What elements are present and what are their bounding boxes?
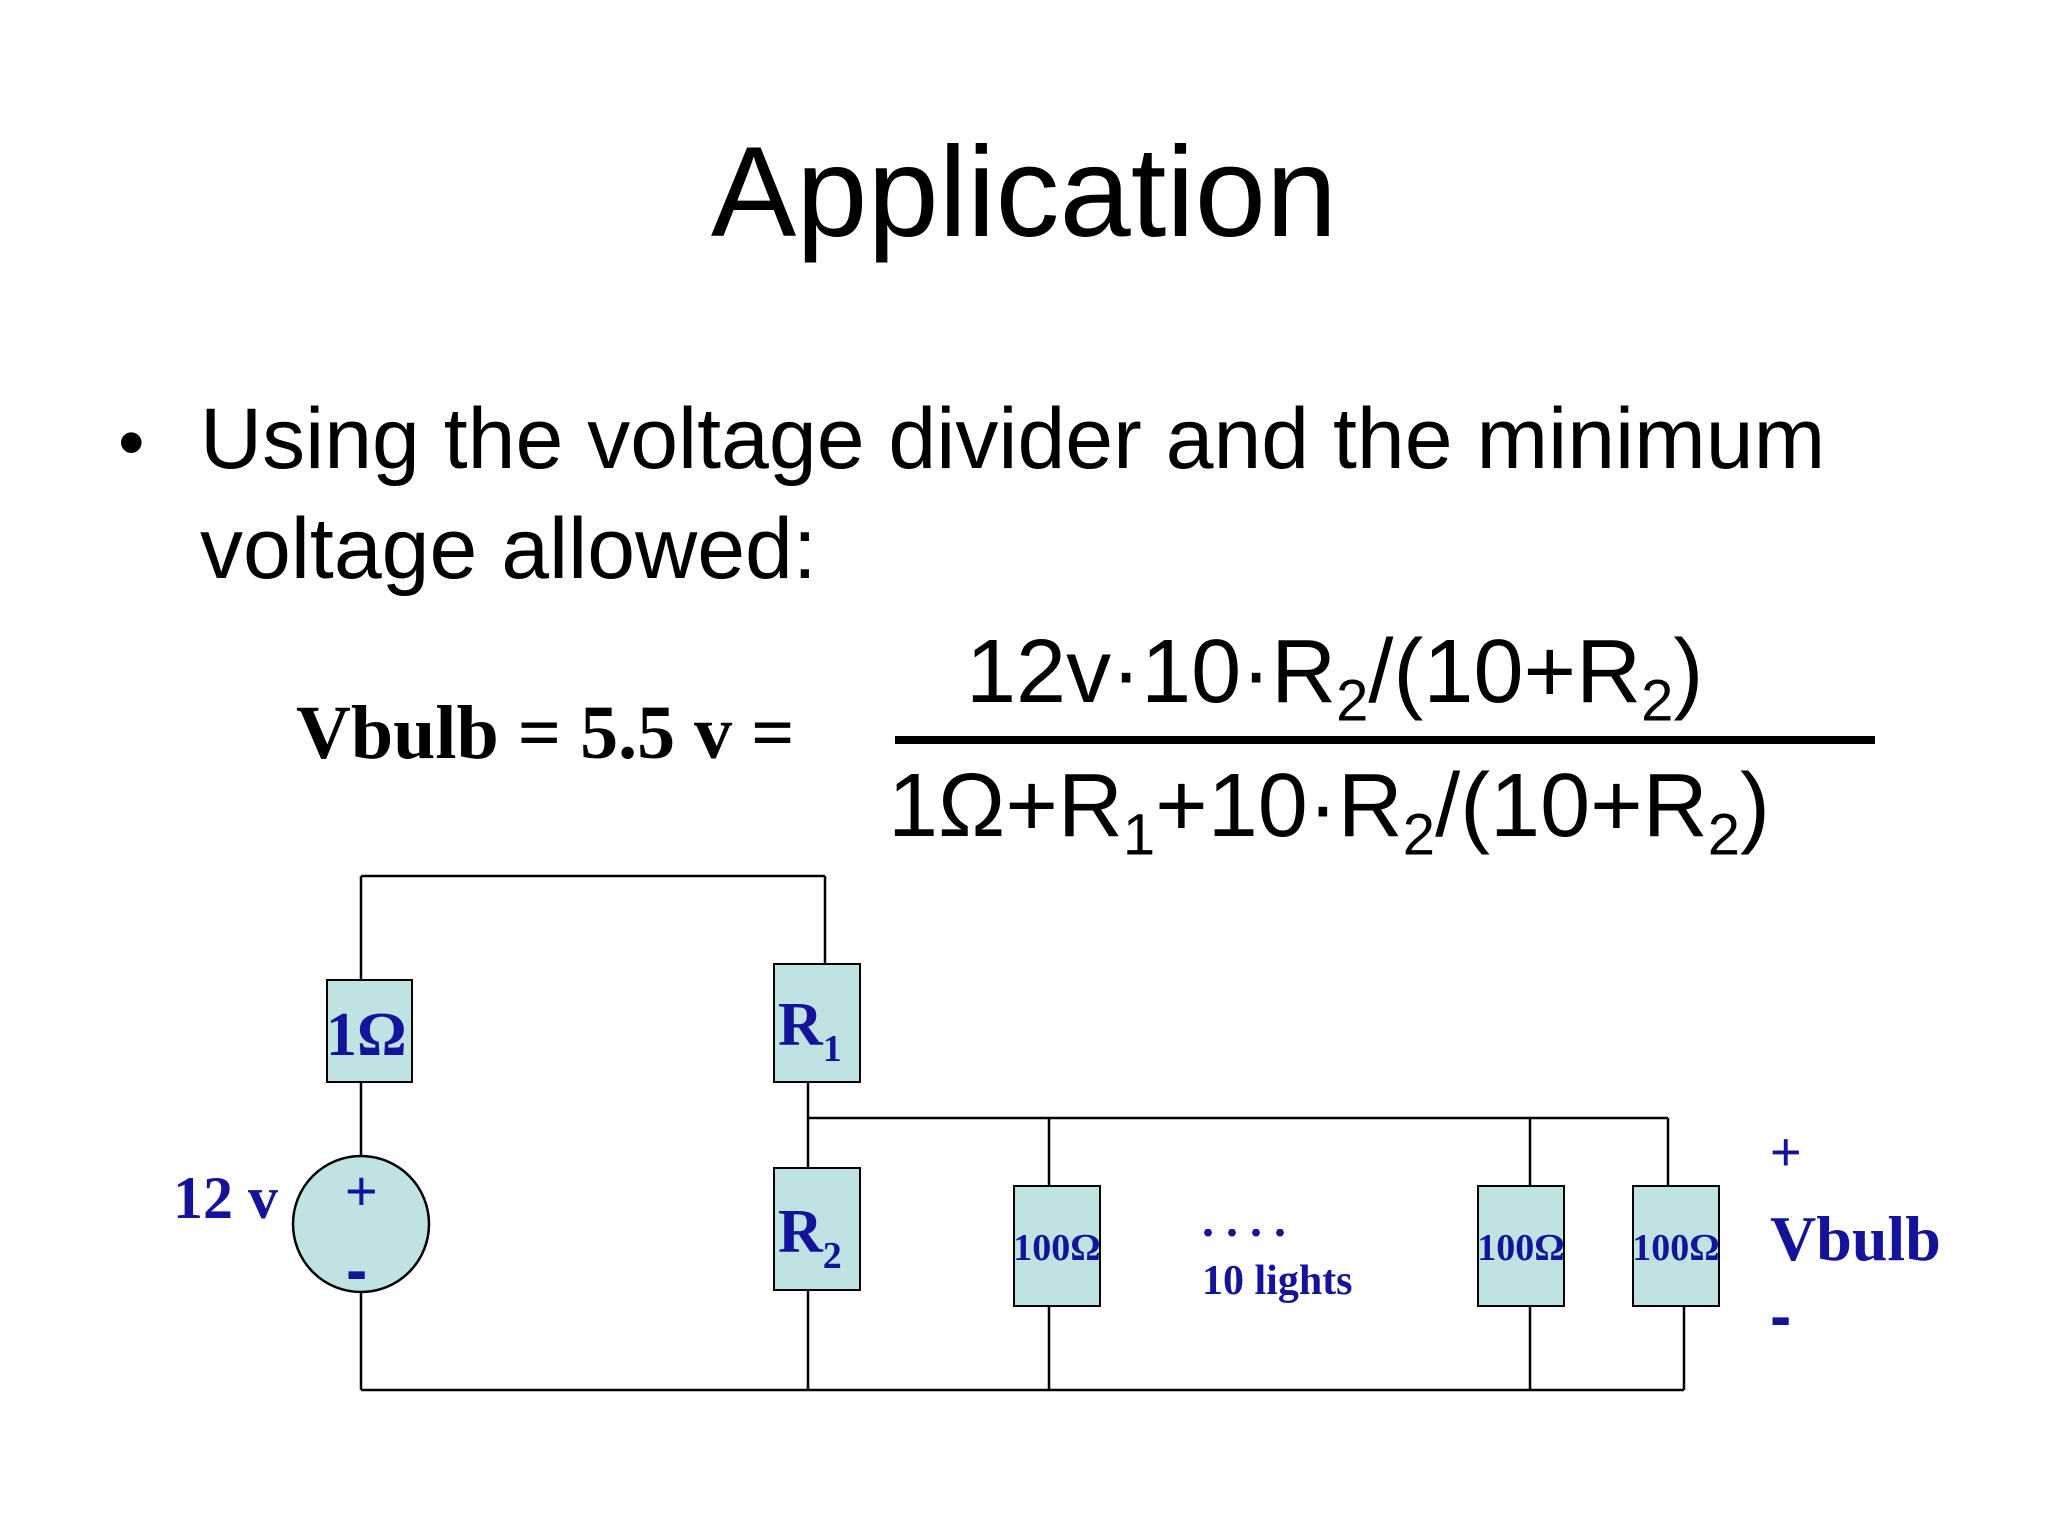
- r2-subscript: 2: [823, 1235, 842, 1277]
- numerator-subscript-1: 2: [1336, 668, 1369, 734]
- lights-count-label: 10 lights: [1202, 1258, 1353, 1304]
- resistor-r1: [773, 963, 861, 1083]
- vbulb-label: Vbulb: [1770, 1203, 1941, 1274]
- resistor-1-ohm-label: 1Ω: [326, 1001, 407, 1069]
- source-plus-sign: +: [345, 1159, 378, 1222]
- denominator-part-a: 1Ω+R: [888, 756, 1123, 856]
- bulb-2-label: 100Ω: [1477, 1227, 1564, 1269]
- denominator-part-c: /(10+R: [1435, 756, 1708, 856]
- vbulb-plus-sign: +: [1770, 1122, 1802, 1182]
- circuit-wires: [359, 874, 1686, 1392]
- bulb-resistor-2: [1477, 1185, 1565, 1307]
- equation-label: Vbulb = 5.5 v =: [296, 691, 795, 775]
- r1-subscript: 1: [823, 1028, 842, 1070]
- slide-title: Application: [710, 121, 1338, 264]
- denominator-subscript-1: 1: [1122, 802, 1156, 868]
- denominator-part-d: ): [1739, 756, 1770, 856]
- voltage-source-icon: [291, 1154, 431, 1294]
- equation-denominator: 1Ω+R1+10·R2/(10+R2): [888, 756, 1770, 864]
- r2-label: R2: [778, 1198, 842, 1277]
- resistor-1-ohm: [326, 979, 413, 1083]
- bulb-3-label: 100Ω: [1632, 1227, 1719, 1269]
- bulb-1-label: 100Ω: [1013, 1227, 1100, 1269]
- denominator-subscript-3: 2: [1707, 802, 1740, 868]
- ellipsis-dots: . . . .: [1202, 1194, 1286, 1247]
- denominator-subscript-2: 2: [1402, 802, 1436, 868]
- r1-letter: R: [778, 991, 824, 1059]
- resistor-r2: [773, 1167, 861, 1291]
- bulb-resistor-3: [1632, 1185, 1720, 1307]
- bulb-resistor-1: [1013, 1185, 1101, 1307]
- r1-label: R1: [778, 991, 842, 1070]
- source-minus-sign: -: [346, 1234, 367, 1306]
- denominator-part-b: +10·R: [1155, 756, 1403, 856]
- numerator-subscript-2: 2: [1641, 668, 1674, 734]
- r2-letter: R: [778, 1198, 824, 1266]
- bullet-text: Using the voltage divider and the minimu…: [200, 391, 1826, 597]
- fraction-bar: [895, 736, 1875, 744]
- equation-numerator: 12v·10·R2/(10+R2): [966, 622, 1704, 730]
- vbulb-minus-sign: -: [1770, 1280, 1791, 1352]
- numerator-part-a: 12v·10·R: [966, 622, 1337, 722]
- source-voltage-label: 12 v: [173, 1165, 278, 1231]
- bullet-icon: •: [118, 400, 145, 485]
- numerator-part-b: /(10+R: [1368, 622, 1642, 722]
- numerator-part-c: ): [1673, 622, 1704, 722]
